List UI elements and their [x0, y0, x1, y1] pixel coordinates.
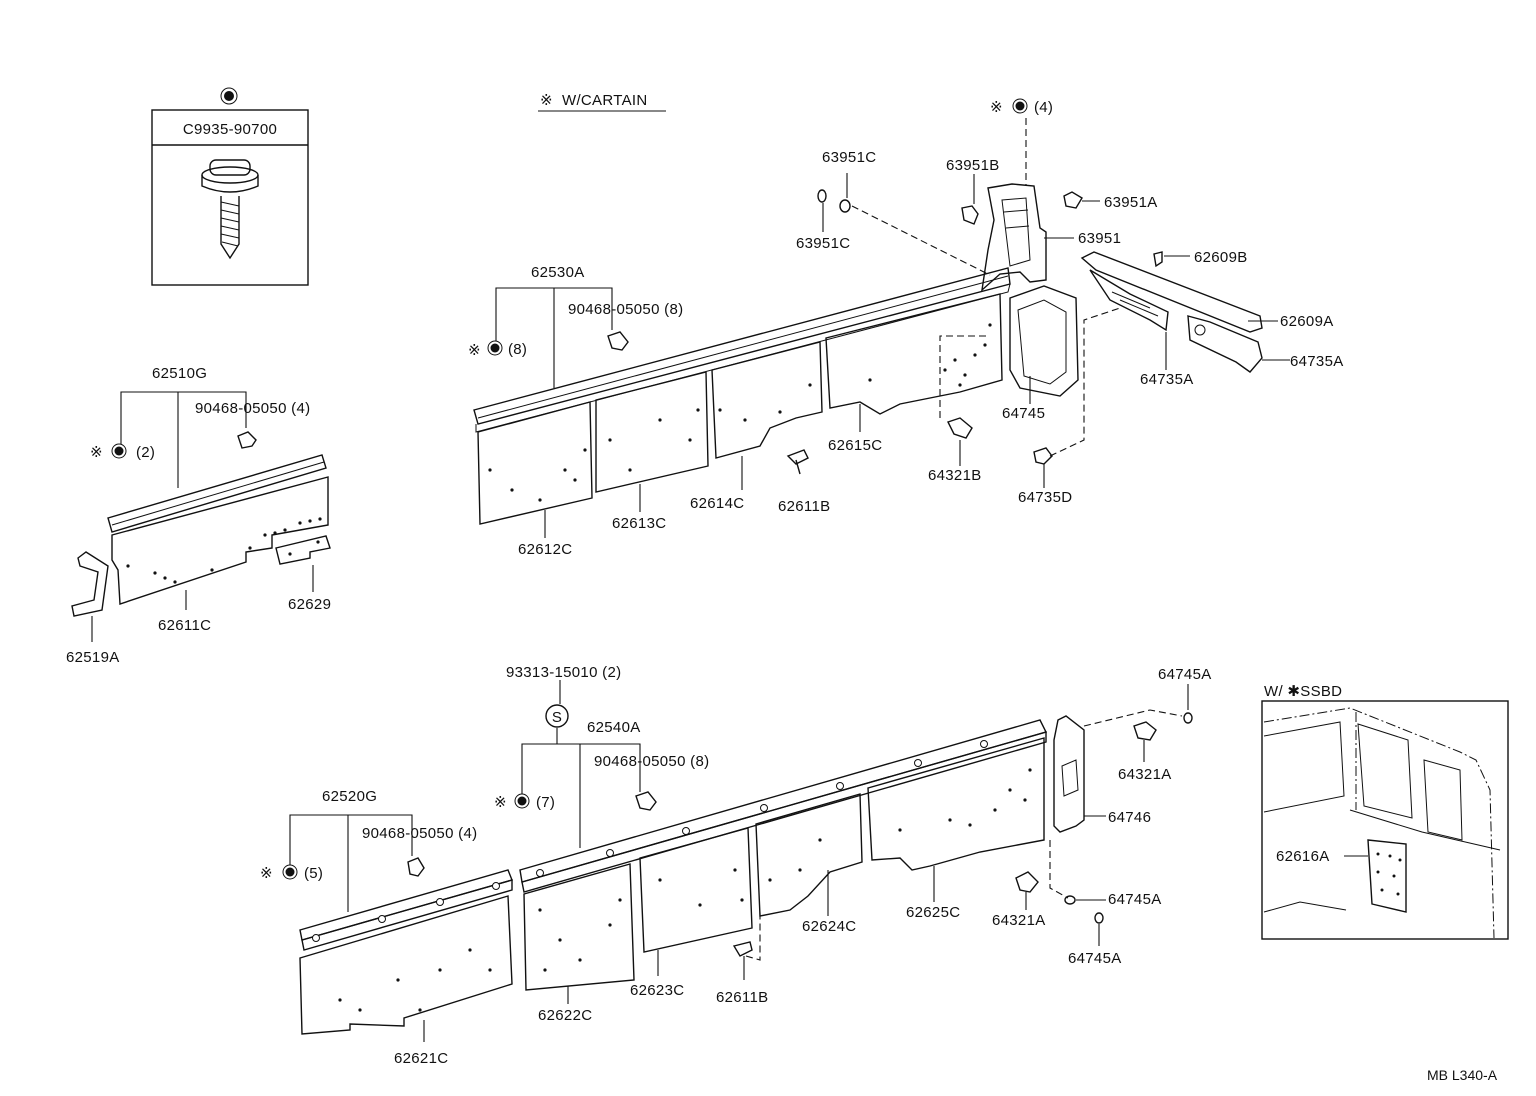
label-64745A-mid: 64745A: [1108, 891, 1162, 908]
label-64321A-top: 64321A: [1118, 766, 1172, 783]
label-62609B: 62609B: [1194, 249, 1248, 266]
qty-8: (8): [508, 341, 527, 358]
label-62611C: 62611C: [158, 617, 211, 634]
label-62530A: 62530A: [531, 264, 585, 281]
label-62611B-top: 62611B: [778, 498, 830, 515]
legend-part-number: C9935-90700: [183, 121, 277, 138]
qty-4: (4): [1034, 99, 1053, 116]
qty-2: (2): [136, 444, 155, 461]
label-62616A: 62616A: [1276, 848, 1330, 865]
label-64745: 64745: [1002, 405, 1045, 422]
label-64735A-right: 64735A: [1290, 353, 1344, 370]
label-62624C: 62624C: [802, 918, 856, 935]
label-93313: 93313-15010 (2): [506, 664, 621, 681]
qty-5: (5): [304, 865, 323, 882]
inset-title: W/ ✱SSBD: [1264, 683, 1342, 700]
lower-side-panel-assembly: S ※ ※: [260, 680, 1048, 1042]
label-64735D: 64735D: [1018, 489, 1072, 506]
label-62629: 62629: [288, 596, 331, 613]
ssbd-inset: W/ ✱SSBD: [1261, 683, 1509, 940]
label-63951A: 63951A: [1104, 194, 1158, 211]
label-62621C: 62621C: [394, 1050, 448, 1067]
symbol-legend: C9935-90700: [151, 87, 309, 286]
label-64746: 64746: [1108, 809, 1151, 826]
asterisk-mark: ※: [990, 99, 1003, 116]
label-63951C-top: 63951C: [822, 149, 876, 166]
label-90468-top-left: 90468-05050 (4): [195, 400, 310, 417]
label-90468-top-mid: 90468-05050 (8): [568, 301, 683, 318]
asterisk-mark: ※: [540, 92, 553, 109]
asterisk-mark: ※: [494, 794, 507, 811]
asterisk-mark: ※: [468, 342, 481, 359]
label-62613C: 62613C: [612, 515, 666, 532]
label-64745A-bottom: 64745A: [1068, 950, 1122, 967]
label-63951B: 63951B: [946, 157, 1000, 174]
label-90468-bottom-mid: 90468-05050 (8): [594, 753, 709, 770]
label-64735A-left: 64735A: [1140, 371, 1194, 388]
reference-code: MB L340-A: [1427, 1067, 1498, 1083]
left-front-panel-assembly: ※: [71, 391, 331, 642]
curtain-label: W/CARTAIN: [562, 92, 647, 109]
label-62540A: 62540A: [587, 719, 641, 736]
label-62622C: 62622C: [538, 1007, 592, 1024]
label-62615C: 62615C: [828, 437, 882, 454]
upper-side-panel-assembly: ※: [468, 267, 1011, 538]
s-mark: S: [552, 709, 562, 726]
curtain-note: ※ W/CARTAIN: [538, 92, 666, 112]
label-62510G: 62510G: [152, 365, 207, 382]
asterisk-mark: ※: [90, 444, 103, 461]
lower-rear-corner: [1015, 684, 1193, 946]
label-63951C-bottom: 63951C: [796, 235, 850, 252]
label-64745A-top: 64745A: [1158, 666, 1212, 683]
screw-icon: [201, 159, 259, 260]
rear-corner-assembly: ※: [817, 98, 1290, 488]
label-62609A: 62609A: [1280, 313, 1334, 330]
label-63951: 63951: [1078, 230, 1121, 247]
label-62520G: 62520G: [322, 788, 377, 805]
label-62625C: 62625C: [906, 904, 960, 921]
label-62612C: 62612C: [518, 541, 572, 558]
label-62623C: 62623C: [630, 982, 684, 999]
label-64321B: 64321B: [928, 467, 982, 484]
label-90468-bottom-left: 90468-05050 (4): [362, 825, 477, 842]
label-62519A: 62519A: [66, 649, 120, 666]
asterisk-mark: ※: [260, 865, 273, 882]
label-62611B-bottom: 62611B: [716, 989, 768, 1006]
qty-7: (7): [536, 794, 555, 811]
label-64321A-bottom: 64321A: [992, 912, 1046, 929]
label-62614C: 62614C: [690, 495, 744, 512]
